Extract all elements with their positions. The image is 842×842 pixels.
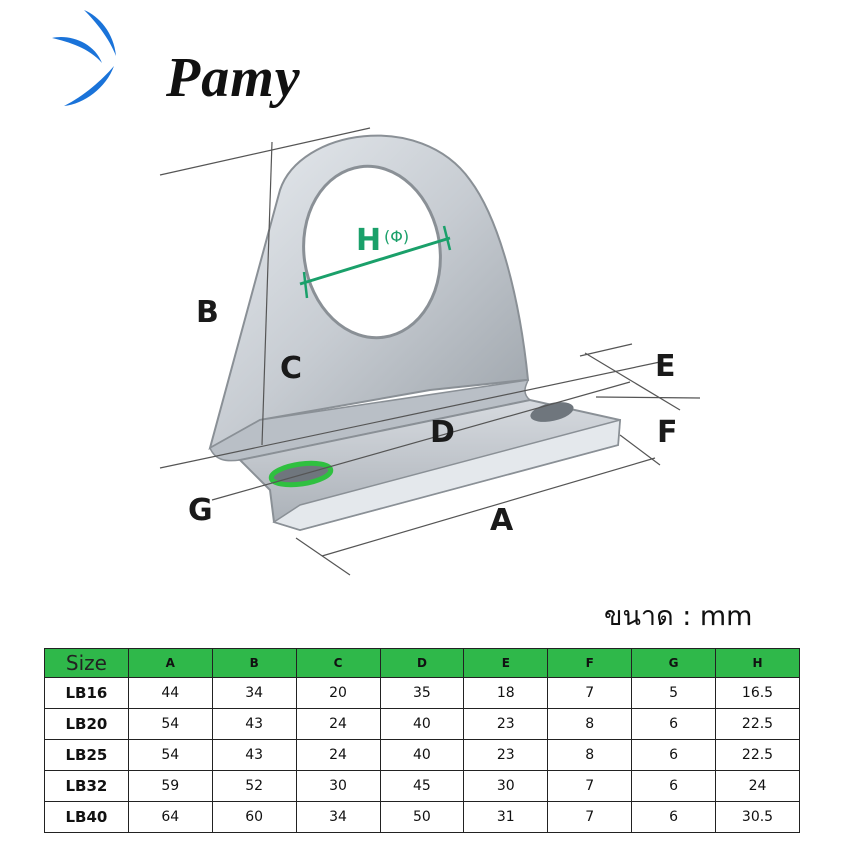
value-cell: 35 — [379, 677, 465, 709]
value-cell: 64 — [127, 801, 213, 833]
h-dimension-line — [299, 236, 451, 286]
dimension-lines — [159, 127, 701, 576]
value-cell: 40 — [379, 739, 465, 771]
value-cell: 34 — [295, 801, 381, 833]
size-cell: LB16 — [44, 677, 129, 709]
value-cell: 59 — [127, 770, 213, 802]
value-cell: 54 — [127, 739, 213, 771]
value-cell: 60 — [211, 801, 297, 833]
label-d: D — [430, 415, 455, 450]
column-header-c: C — [295, 648, 381, 678]
value-cell: 7 — [547, 801, 633, 833]
value-cell: 24 — [295, 708, 381, 740]
column-header-a: A — [127, 648, 213, 678]
value-cell: 44 — [127, 677, 213, 709]
column-header-b: B — [211, 648, 297, 678]
label-a: A — [490, 503, 514, 538]
column-header-h: H — [715, 648, 800, 678]
value-cell: 8 — [547, 739, 633, 771]
label-f: F — [657, 415, 678, 450]
value-cell: 34 — [211, 677, 297, 709]
size-cell: LB40 — [44, 801, 129, 833]
brand-name: Pamy — [166, 47, 301, 109]
size-cell: LB32 — [44, 770, 129, 802]
value-cell: 6 — [631, 708, 716, 740]
value-cell: 22.5 — [715, 739, 800, 771]
value-cell: 45 — [379, 770, 465, 802]
bracket-diagram: B C D E F G A H (Φ) — [159, 127, 701, 576]
value-cell: 16.5 — [715, 677, 800, 709]
column-header-g: G — [631, 648, 716, 678]
label-c: C — [280, 351, 302, 386]
label-g: G — [188, 493, 213, 528]
value-cell: 7 — [547, 677, 633, 709]
value-cell: 18 — [463, 677, 549, 709]
label-h: H — [356, 223, 381, 258]
value-cell: 31 — [463, 801, 549, 833]
bracket-base-edge — [272, 419, 621, 531]
blue-swoosh-logo-mark — [52, 10, 116, 106]
size-cell: LB20 — [44, 708, 129, 740]
value-cell: 23 — [463, 739, 549, 771]
value-cell: 24 — [295, 739, 381, 771]
value-cell: 54 — [127, 708, 213, 740]
label-b: B — [196, 295, 219, 330]
value-cell: 6 — [631, 770, 716, 802]
value-cell: 43 — [211, 739, 297, 771]
value-cell: 20 — [295, 677, 381, 709]
value-cell: 24 — [715, 770, 800, 802]
label-h-symbol: (Φ) — [384, 227, 409, 246]
column-header-e: E — [463, 648, 549, 678]
value-cell: 6 — [631, 739, 716, 771]
value-cell: 50 — [379, 801, 465, 833]
value-cell: 7 — [547, 770, 633, 802]
size-cell: LB25 — [44, 739, 129, 771]
value-cell: 30 — [463, 770, 549, 802]
value-cell: 40 — [379, 708, 465, 740]
value-cell: 6 — [631, 801, 716, 833]
column-header-f: F — [547, 648, 633, 678]
value-cell: 43 — [211, 708, 297, 740]
column-header-size: Size — [44, 648, 129, 678]
value-cell: 22.5 — [715, 708, 800, 740]
value-cell: 30 — [295, 770, 381, 802]
value-cell: 5 — [631, 677, 716, 709]
value-cell: 23 — [463, 708, 549, 740]
brand-logo: Pamy — [44, 8, 314, 118]
value-cell: 30.5 — [715, 801, 800, 833]
label-e: E — [655, 349, 676, 384]
value-cell: 8 — [547, 708, 633, 740]
column-header-d: D — [379, 648, 465, 678]
unit-note: ขนาด : mm — [604, 601, 753, 632]
value-cell: 52 — [211, 770, 297, 802]
